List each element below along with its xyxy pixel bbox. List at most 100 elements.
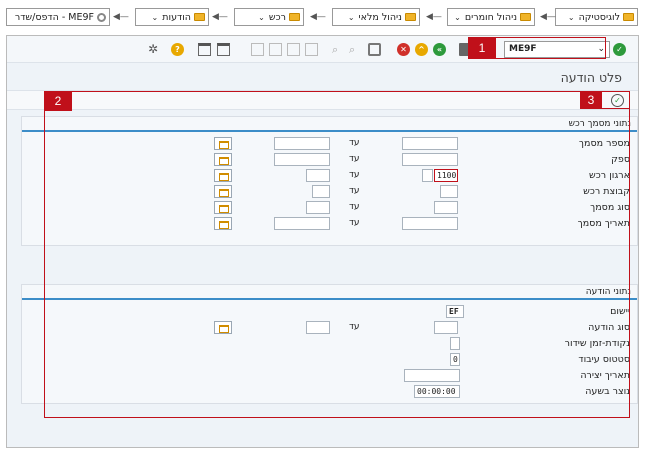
back-icon[interactable]: « [433,43,446,56]
multiple-selection-button[interactable] [214,137,232,150]
group-title: נתוני הודעה [585,287,631,297]
folder-icon [289,13,300,21]
group-divider [22,130,637,132]
purchasing-group-from[interactable] [440,185,458,198]
next-page-icon[interactable] [287,43,300,56]
field-label: ארגון רכש [589,170,630,181]
arrow-left-icon: ◀— [540,12,556,22]
vendor-to[interactable] [274,153,330,166]
settings-icon[interactable]: ✲ [148,42,159,56]
field-label: קבוצת רכש [583,186,630,197]
field-label: יישום [610,306,630,317]
application-toolbar: ✓ [7,90,638,110]
folder-icon [405,13,416,21]
application-field[interactable]: EF [446,305,464,318]
multiple-selection-button[interactable] [214,153,232,166]
folder-icon [520,13,531,21]
multiple-selection-button[interactable] [214,169,232,182]
previous-page-icon[interactable] [269,43,282,56]
arrow-left-icon: ◀— [426,12,442,22]
field-label: ספק [611,154,630,165]
group-divider [22,298,637,300]
multiple-selection-button[interactable] [214,321,232,334]
annotation-box-2 [44,91,630,418]
shortcut-icon[interactable] [217,43,230,56]
multiple-selection-button[interactable] [214,185,232,198]
transaction-icon [97,12,106,22]
folder-icon [194,13,205,21]
multiple-selection-button[interactable] [214,217,232,230]
breadcrumb-item-inventory[interactable]: ניהול מלאי ⌄ [332,8,420,26]
field-label: נקודת-זמן שידור [564,338,630,349]
breadcrumb-item-logistics[interactable]: לוגיסטיקה ⌄ [555,8,638,26]
chevron-down-icon: ⌄ [454,12,461,22]
annotation-label-1: 1 [468,37,496,59]
sap-window: ✓ ME9F ⌄ « ^ ✕ ⌕ ⌕ ? ✲ פלט הודעה ✓ נתוני… [6,35,639,448]
chevron-down-icon: ⌄ [258,12,265,22]
search-help-icon[interactable] [422,169,433,182]
page-title: פלט הודעה [560,70,622,85]
chevron-down-icon: ⌄ [151,12,159,22]
purchasing-document-group: נתוני מסמך רכש מספר מסמך עד ספק עד ארגון… [21,116,638,246]
multiple-selection-button[interactable] [214,201,232,214]
document-number-from[interactable] [402,137,458,150]
purchasing-org-from[interactable]: 1100 [434,169,458,182]
processing-status-field[interactable]: 0 [450,353,460,366]
arrow-left-icon: ◀— [113,12,129,22]
vendor-from[interactable] [402,153,458,166]
field-label: נוצר בשעה [585,386,630,397]
arrow-left-icon: ◀— [310,12,326,22]
document-date-to[interactable] [274,217,330,230]
field-label: תאריך יצירה [580,370,630,381]
last-page-icon[interactable] [305,43,318,56]
creation-date-field[interactable] [404,369,460,382]
execute-icon[interactable]: ✓ [611,94,624,107]
chevron-down-icon: ⌄ [567,12,575,22]
message-type-from[interactable] [434,321,458,334]
document-type-to[interactable] [306,201,330,214]
find-icon[interactable]: ⌕ [332,43,339,56]
to-label: עד [349,322,360,332]
document-date-from[interactable] [402,217,458,230]
message-data-group: נתוני הודעה יישום EF סוג הודעה עד נקודת-… [21,284,638,404]
group-title: נתוני מסמך רכש [568,119,631,129]
folder-icon [623,13,634,21]
field-label: סוג מסמך [590,202,630,213]
help-icon[interactable]: ? [171,43,184,56]
creation-time-field[interactable]: 00:00:00 [414,385,460,398]
print-icon[interactable] [368,43,381,56]
chevron-down-icon: ⌄ [347,12,355,22]
field-label: סוג הודעה [588,322,630,333]
message-type-to[interactable] [306,321,330,334]
annotation-label-2: 2 [44,91,72,111]
find-next-icon[interactable]: ⌕ [349,43,356,56]
purchasing-org-to[interactable] [306,169,330,182]
breadcrumb-current[interactable]: ME9F - הדפס/שדר [6,8,110,26]
field-label: מספר מסמך [578,138,630,149]
breadcrumb-item-materials[interactable]: ניהול חומרים ⌄ [447,8,535,26]
field-label: תאריך מסמך [577,218,630,229]
breadcrumb-item-messages[interactable]: הודעות ⌄ [135,8,209,26]
to-label: עד [349,202,360,212]
field-label: סטטוס עיבוד [578,354,630,365]
first-page-icon[interactable] [251,43,264,56]
purchasing-group-to[interactable] [312,185,330,198]
to-label: עד [349,154,360,164]
document-type-from[interactable] [434,201,458,214]
new-session-icon[interactable] [198,43,211,56]
arrow-left-icon: ◀— [212,12,228,22]
document-number-to[interactable] [274,137,330,150]
command-field[interactable]: ME9F ⌄ [504,41,610,58]
chevron-down-icon[interactable]: ⌄ [597,44,605,54]
toolbar: ✓ ME9F ⌄ « ^ ✕ ⌕ ⌕ ? ✲ [7,36,638,63]
exit-icon[interactable]: ^ [415,43,428,56]
breadcrumb-item-purchasing[interactable]: רכש ⌄ [234,8,304,26]
to-label: עד [349,186,360,196]
cancel-icon[interactable]: ✕ [397,43,410,56]
to-label: עד [349,170,360,180]
to-label: עד [349,218,360,228]
enter-icon[interactable]: ✓ [613,43,626,56]
to-label: עד [349,138,360,148]
annotation-label-3: 3 [580,91,602,109]
dispatch-time-field[interactable] [450,337,460,350]
